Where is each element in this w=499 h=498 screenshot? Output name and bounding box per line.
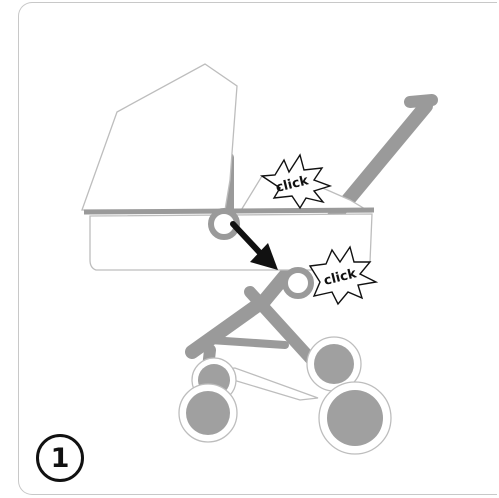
step-number-badge: 1 (36, 434, 84, 482)
frame-connector (285, 270, 311, 296)
front-wheel (179, 384, 237, 442)
carrycot-hood (82, 64, 237, 210)
cross-tube (210, 340, 285, 345)
rear-wheel (319, 382, 391, 454)
